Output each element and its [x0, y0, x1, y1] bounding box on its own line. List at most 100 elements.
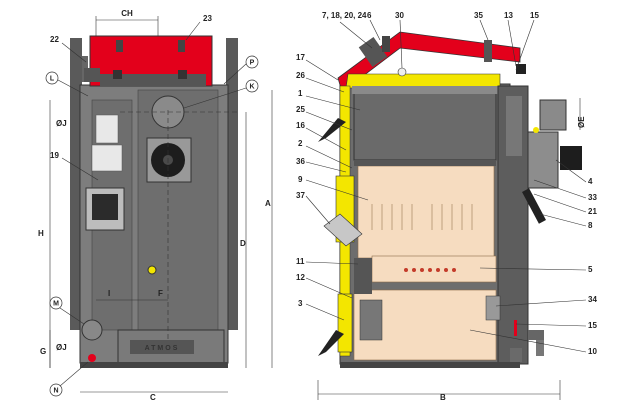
callout-37: 37 [296, 191, 305, 200]
front-center-inner-panel [137, 89, 219, 351]
svg-text:K: K [249, 84, 254, 91]
bottom-drain [510, 348, 522, 362]
callout-33: 33 [588, 193, 597, 202]
callout-6: 6 [367, 11, 372, 20]
circle-label-k: K [183, 79, 259, 109]
callout-5: 5 [588, 265, 593, 274]
combustion-chamber [357, 165, 495, 259]
info-label [91, 144, 123, 172]
roof-bolt-right [484, 40, 492, 62]
callout-17: 17 [296, 53, 305, 62]
circle-label-l: L [45, 71, 89, 97]
dim-j-bottom: ØJ [56, 343, 67, 352]
callout-36: 36 [296, 157, 305, 166]
dim-j-top: ØJ [56, 119, 67, 128]
dim-g: G [40, 347, 46, 356]
roof-cap [397, 67, 407, 77]
dim-ch: CH [121, 9, 133, 18]
callout-19: 19 [50, 151, 59, 160]
callout-21: 21 [588, 207, 597, 216]
callout-15-top: 15 [530, 11, 539, 20]
drain-valve [88, 354, 96, 362]
brand-plate [130, 340, 194, 354]
callout-10: 10 [588, 347, 597, 356]
callout-12: 12 [296, 273, 305, 282]
top-switch-left [113, 70, 122, 79]
callout-30: 30 [395, 11, 404, 20]
callout-11: 11 [296, 257, 305, 266]
circle-label-m: M [49, 296, 85, 325]
svg-text:N: N [53, 388, 58, 395]
svg-text:P: P [250, 60, 255, 67]
nozzle-block [371, 255, 497, 283]
callout-26: 26 [296, 71, 305, 80]
callout-4: 4 [588, 177, 593, 186]
callout-23: 23 [203, 14, 212, 23]
callout-16: 16 [296, 121, 305, 130]
top-knob-left [116, 40, 123, 52]
front-view: ATMOS CH H A D C I F G ØJ ØJ 23 22 [38, 9, 273, 402]
door-handle-lower [318, 330, 344, 356]
chamber-divider [354, 160, 496, 166]
dim-d: D [240, 239, 246, 248]
flue-outlet [539, 99, 567, 131]
grate-block [485, 295, 501, 321]
door-handle-upper [318, 118, 346, 142]
front-dimension-lines [49, 16, 273, 393]
fan-housing [527, 131, 559, 189]
side-section-view: B ØE [296, 11, 597, 402]
circle-label-p: P [223, 55, 259, 85]
roof-knob [516, 64, 526, 74]
dim-e: ØE [577, 116, 586, 128]
roof-valve-left [358, 37, 388, 67]
dim-b: B [440, 393, 446, 402]
front-feet [80, 362, 228, 368]
top-valve [84, 68, 100, 82]
lower-door-yellow [337, 293, 353, 353]
flue-gas-flap [522, 188, 546, 224]
brand-plate-text: ATMOS [145, 345, 180, 352]
thermostat-small [533, 127, 539, 133]
dim-a: A [265, 199, 271, 208]
callout-7-18-20-24: 7, 18, 20, 24 [322, 11, 367, 20]
dim-h: H [38, 229, 44, 238]
right-side-panel [226, 38, 238, 330]
callout-3: 3 [298, 299, 303, 308]
hopper-top-bar [352, 86, 502, 94]
svg-text:M: M [53, 301, 59, 308]
nozzle-support-left [354, 258, 372, 294]
temperature-sensor [147, 265, 157, 275]
left-side-panel [70, 38, 82, 330]
callout-13: 13 [504, 11, 513, 20]
fan-motor [560, 146, 582, 170]
return-pipe-cap [536, 340, 544, 356]
side-base [340, 362, 520, 368]
chamber-flame-ducts [371, 204, 473, 230]
roof-fitting [382, 36, 390, 52]
loading-flap [323, 213, 363, 247]
callout-2: 2 [298, 139, 303, 148]
dim-c: C [150, 393, 156, 402]
side-leader-lines [305, 19, 587, 353]
fuel-hopper [353, 91, 497, 161]
return-pipe [528, 330, 544, 340]
side-dimension-lines [317, 98, 581, 400]
top-switch-right [178, 70, 187, 79]
dim-f: F [158, 289, 163, 298]
top-knob-right [178, 40, 185, 52]
red-indicator [514, 320, 517, 336]
callout-34: 34 [588, 295, 597, 304]
dim-i: I [108, 289, 110, 298]
callout-22: 22 [50, 35, 59, 44]
callout-8: 8 [588, 221, 593, 230]
exchanger-inner [506, 96, 522, 156]
callout-9: 9 [298, 175, 303, 184]
callout-15-bottom: 15 [588, 321, 597, 330]
callout-25: 25 [296, 105, 305, 114]
control-panel-display [92, 194, 118, 220]
callout-1: 1 [298, 89, 303, 98]
rating-label [95, 114, 119, 144]
circle-label-n: N [49, 361, 89, 397]
ash-block [359, 299, 383, 341]
